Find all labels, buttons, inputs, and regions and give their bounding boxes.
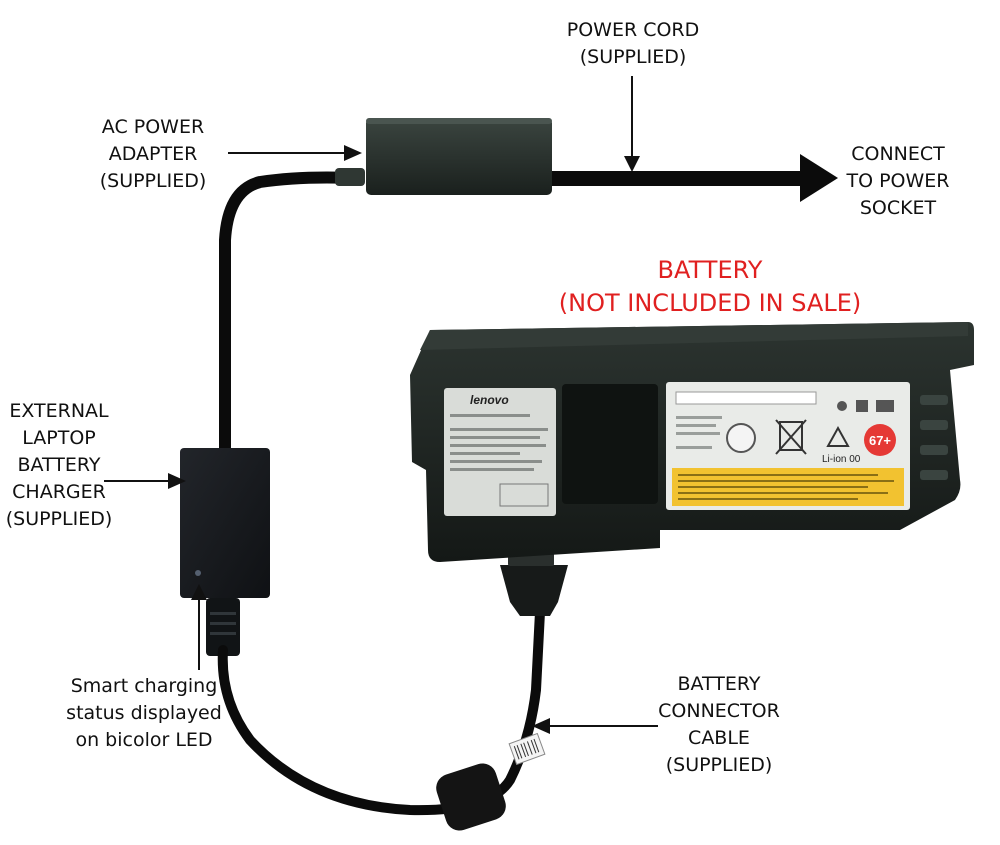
power-cord-label: POWER CORD (SUPPLIED) (548, 17, 718, 71)
warning-fine-print (678, 474, 894, 500)
external-charger-label-line-5: (SUPPLIED) (5, 508, 113, 530)
connector-cable-label-line-3: CABLE (688, 727, 750, 749)
connector-cable-label: BATTERY CONNECTOR CABLE (SUPPLIED) (650, 671, 788, 779)
battery-top-ridge (420, 322, 968, 350)
plug-grip-1 (210, 612, 236, 615)
connector-cable-label-line-1: BATTERY (677, 673, 761, 695)
ac-power-adapter (366, 118, 552, 195)
callout-arrows (104, 76, 658, 734)
battery-rib-1 (920, 395, 948, 405)
external-charger-label-line-3: BATTERY (17, 454, 101, 476)
dc-cable (219, 171, 358, 458)
connector-cable-label-line-4: (SUPPLIED) (665, 754, 773, 776)
cell-type-text: Li-ion 00 (822, 454, 861, 465)
external-battery-charger (180, 448, 270, 598)
battery-brand-text: lenovo (470, 393, 509, 407)
battery-rib-3 (920, 445, 948, 455)
product-label-cert-box (499, 483, 549, 507)
battery-capacity-badge-text: 67+ (869, 433, 891, 448)
battery-capacity-badge (864, 424, 896, 456)
connector-cable-label-line-2: CONNECTOR (658, 700, 780, 722)
power-cord-label-line-1: POWER CORD (566, 19, 700, 41)
barcode-lines (513, 738, 540, 760)
battery-rib-2 (920, 420, 948, 430)
charger-pointer-head (168, 473, 186, 489)
battery-recess (562, 384, 658, 504)
cable-strain-relief (335, 168, 365, 186)
external-charger-label-line-1: EXTERNAL (9, 400, 109, 422)
battery-connector-head (500, 565, 568, 616)
connect-socket-label: CONNECT TO POWER SOCKET (836, 141, 960, 222)
battery-title-line-1: BATTERY (657, 256, 763, 284)
ac-adapter-edge (366, 118, 552, 124)
cable-barcode-tag (508, 732, 546, 766)
connect-socket-label-line-2: TO POWER (846, 170, 950, 192)
connect-socket-label-line-1: CONNECT (851, 143, 945, 165)
ac-adapter-label: AC POWER ADAPTER (SUPPLIED) (88, 114, 218, 195)
cert-marks (837, 400, 894, 412)
external-charger-label: EXTERNAL LAPTOP BATTERY CHARGER (SUPPLIE… (0, 398, 118, 533)
battery-title-line-2: (NOT INCLUDED IN SALE) (558, 289, 862, 317)
recycle-icon (826, 425, 850, 447)
bicolor-led (195, 570, 201, 576)
battery-rib-4 (920, 470, 948, 480)
external-charger-label-line-2: LAPTOP (22, 427, 96, 449)
led-note-label: Smart charging status displayed on bicol… (56, 673, 232, 754)
led-note-line-2: status displayed (66, 702, 222, 724)
ac-adapter-label-line-3: (SUPPLIED) (99, 170, 207, 192)
ferrite-core (436, 763, 506, 831)
led-note-line-3: on bicolor LED (75, 729, 213, 751)
weee-bin-icon (775, 419, 807, 455)
ac-adapter-label-line-1: AC POWER (101, 116, 205, 138)
connect-socket-label-line-3: SOCKET (859, 197, 937, 219)
plug-grip-3 (210, 632, 236, 635)
external-charger-label-line-4: CHARGER (12, 481, 106, 503)
power-cord-pointer-head (624, 156, 640, 172)
power-cord-arrowhead (800, 154, 838, 202)
led-pointer-head (191, 584, 207, 600)
ac-adapter-label-line-2: ADAPTER (108, 143, 198, 165)
power-cord-label-line-2: (SUPPLIED) (579, 46, 687, 68)
battery-serial-strip (675, 391, 817, 405)
ac-adapter-pointer-head (344, 145, 362, 161)
plug-grip-2 (210, 622, 236, 625)
product-label-fine-print (450, 414, 548, 471)
led-note-line-1: Smart charging (70, 675, 218, 697)
cable-pointer-head (532, 718, 550, 734)
safety-seal-icon (726, 423, 756, 453)
spec-fine-print (676, 416, 722, 449)
battery-title-label: BATTERY (NOT INCLUDED IN SALE) (540, 254, 880, 320)
power-cord (552, 171, 807, 186)
